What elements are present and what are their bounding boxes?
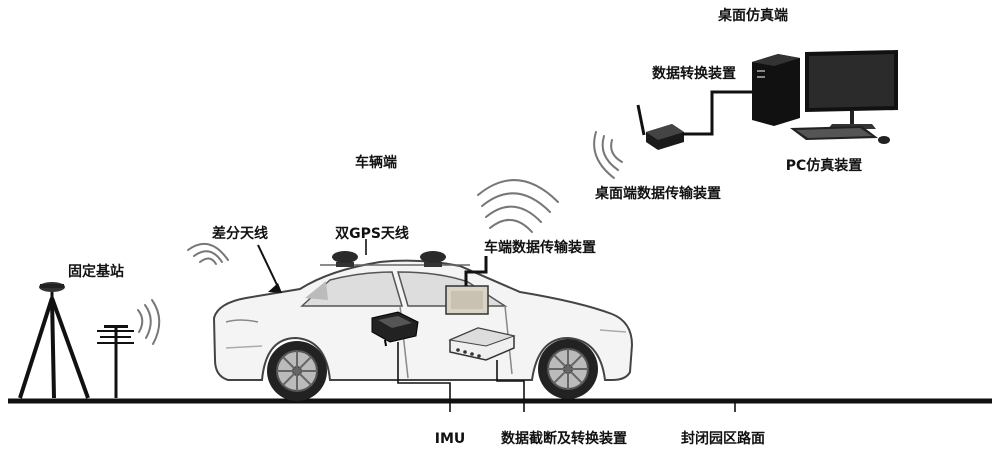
base-station-signal-waves — [138, 300, 159, 344]
label-diff-antenna: 差分天线 — [212, 225, 268, 242]
vehicle-signal-waves — [478, 180, 558, 232]
label-closed-park-road: 封闭园区路面 — [681, 430, 765, 447]
keyboard-icon — [790, 126, 878, 140]
mouse-icon — [878, 136, 890, 144]
front-wheel — [267, 341, 327, 401]
label-desktop-transmission-device: 桌面端数据传输装置 — [595, 185, 721, 202]
label-data-convert-device: 数据转换装置 — [652, 65, 736, 82]
vehicle-transmission-device-icon — [446, 286, 488, 314]
label-fixed-base-station: 固定基站 — [68, 263, 124, 280]
road — [8, 401, 992, 412]
label-cutoff-convert-device: 数据截断及转换装置 — [501, 430, 627, 447]
label-dual-gps-antenna: 双GPS天线 — [335, 225, 409, 242]
desktop-transmission-device-icon — [638, 105, 684, 150]
base-station-tripod — [20, 282, 88, 398]
base-station-radio-mast — [97, 325, 134, 398]
rear-wheel — [538, 339, 598, 399]
label-vehicle-end: 车辆端 — [355, 154, 397, 171]
desktop-signal-waves — [594, 132, 622, 178]
diff-antenna-signal-waves — [188, 244, 228, 264]
label-pc-sim-device: PC仿真装置 — [786, 157, 863, 174]
label-vehicle-transmission-device: 车端数据传输装置 — [484, 239, 596, 256]
pc-monitor-icon — [805, 50, 898, 129]
label-desktop-sim-end: 桌面仿真端 — [718, 7, 788, 24]
router-to-pc-wire — [682, 92, 752, 134]
diff-antenna-icon — [268, 283, 282, 293]
label-imu: IMU — [435, 431, 466, 447]
pc-tower-icon — [752, 54, 800, 126]
